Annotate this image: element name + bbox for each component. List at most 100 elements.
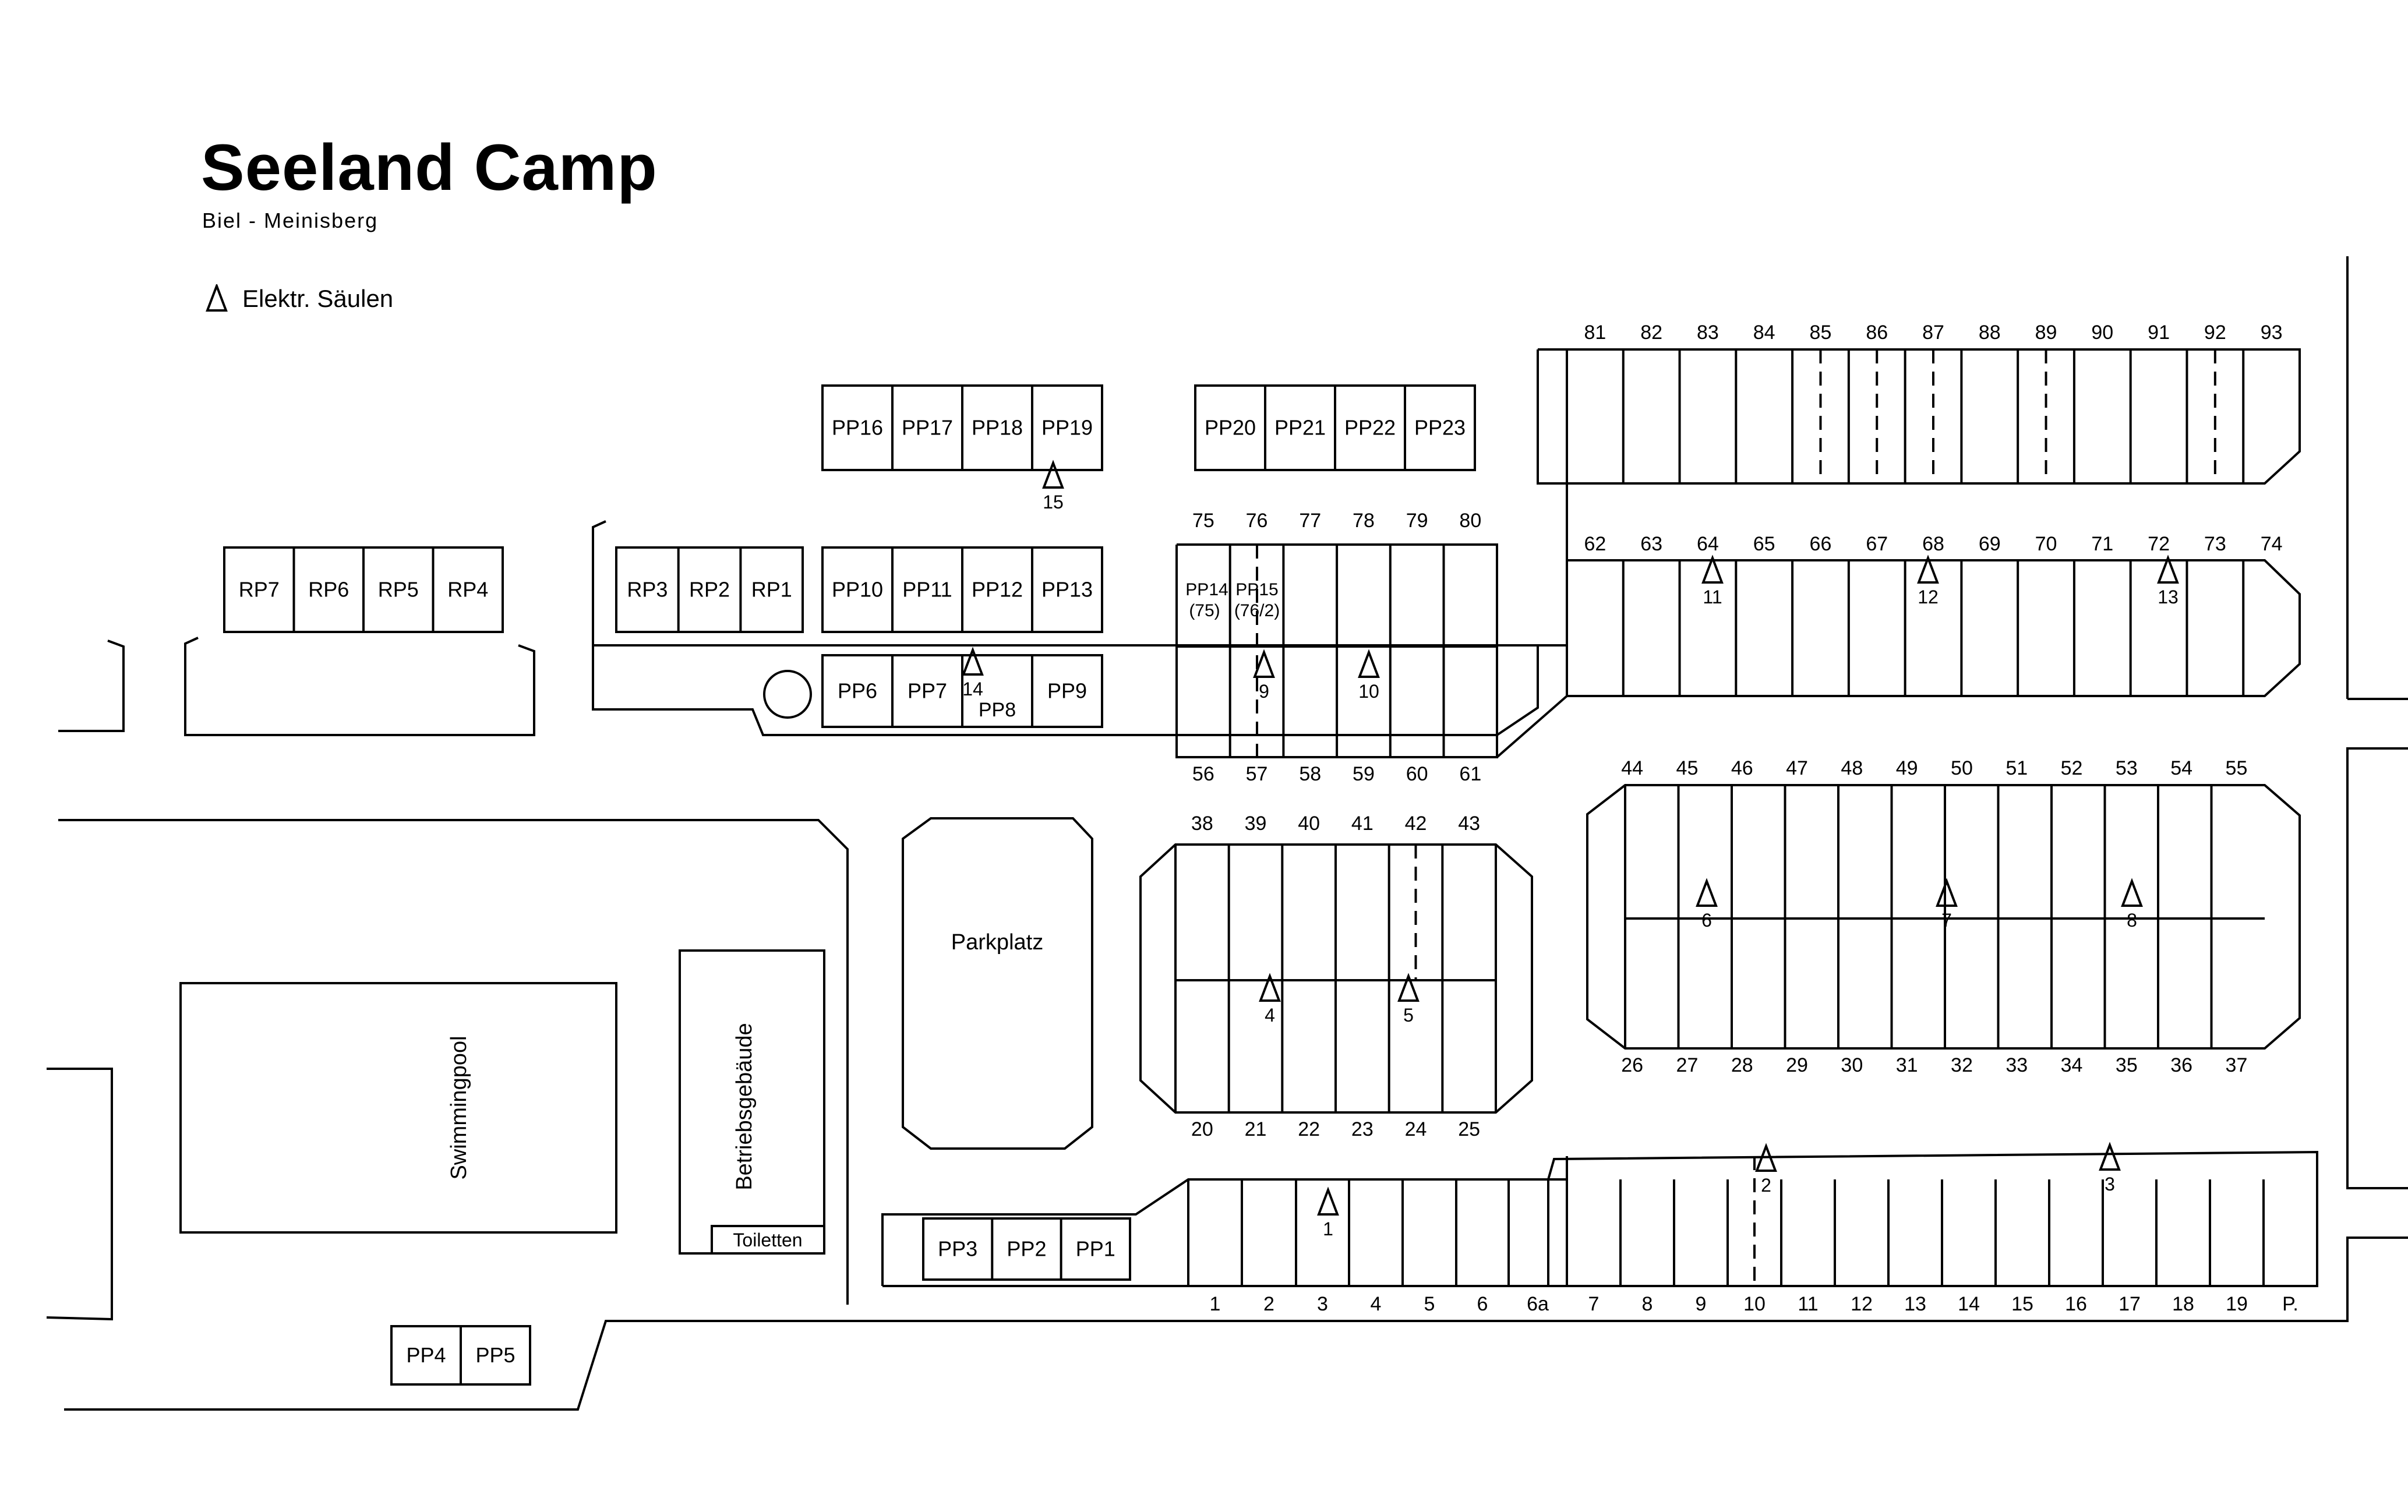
pitch-number: 68 xyxy=(1922,533,1944,555)
post-number: 11 xyxy=(1703,587,1722,607)
pitch-number: 13 xyxy=(1904,1293,1926,1315)
pitch-number: 45 xyxy=(1676,757,1699,779)
pitch-number: 83 xyxy=(1697,322,1719,344)
pp15-label: PP15 xyxy=(1235,580,1278,599)
pitch-dividers xyxy=(292,349,2265,1384)
pitch-number: 93 xyxy=(2261,322,2283,344)
pp14-label: PP14 xyxy=(1185,580,1228,599)
pitch-number: 82 xyxy=(1640,322,1662,344)
pitch-label: PP16 xyxy=(832,416,883,440)
post-number: 7 xyxy=(1941,910,1952,931)
pitch-label: PP3 xyxy=(938,1237,977,1261)
pitch-label: PP4 xyxy=(406,1343,446,1367)
pitch-number: 12 xyxy=(1851,1293,1873,1315)
electric-post-icon: 11 xyxy=(1701,554,1724,607)
pitch-number: 31 xyxy=(1896,1054,1918,1076)
pitch-number: 29 xyxy=(1786,1054,1808,1076)
pitch-label: RP7 xyxy=(239,578,280,602)
pitch-number: 1 xyxy=(1210,1293,1221,1315)
electric-post-icon: 10 xyxy=(1358,649,1380,702)
pitch-label: PP19 xyxy=(1041,416,1093,440)
pitch-number: 18 xyxy=(2172,1293,2194,1315)
pitch-number: 26 xyxy=(1621,1054,1643,1076)
pitch-number: 56 xyxy=(1192,763,1214,785)
pitch-label: PP5 xyxy=(475,1343,515,1367)
pitch-number: 49 xyxy=(1896,757,1918,779)
pitch-label: RP3 xyxy=(627,578,668,602)
pitch-number: 10 xyxy=(1743,1293,1766,1315)
pitch-number: 63 xyxy=(1640,533,1662,555)
pitch-number: 53 xyxy=(2116,757,2138,779)
pitch-number: 42 xyxy=(1405,812,1427,835)
pitch-number: 5 xyxy=(1424,1293,1435,1315)
pitch-number: 21 xyxy=(1245,1118,1267,1140)
post-number: 14 xyxy=(962,679,983,700)
electric-post-icon: 2 xyxy=(1755,1143,1777,1196)
electric-post-icon xyxy=(206,284,228,312)
pitch-number: 71 xyxy=(2091,533,2113,555)
pitch-label: RP5 xyxy=(378,578,419,602)
pitch-number: 25 xyxy=(1458,1118,1480,1140)
pitch-number: 44 xyxy=(1621,757,1643,779)
pitch-number: 24 xyxy=(1405,1118,1427,1140)
electric-post-icon: 6 xyxy=(1696,878,1718,931)
pitch-number: 84 xyxy=(1753,322,1775,344)
swimmingpool-label: Swimmingpool xyxy=(447,1036,471,1179)
pp15-sub: (76/2) xyxy=(1234,601,1280,620)
pitch-number: 6 xyxy=(1477,1293,1488,1315)
pitch-label: PP21 xyxy=(1274,416,1326,440)
post-number: 10 xyxy=(1358,681,1379,702)
pitch-number: 58 xyxy=(1299,763,1321,785)
pitch-number: 81 xyxy=(1584,322,1606,344)
electric-post-icon: 4 xyxy=(1259,973,1281,1026)
pitch-label: RP1 xyxy=(751,578,792,602)
pitch-label: PP7 xyxy=(908,679,947,703)
pitch-number: 73 xyxy=(2204,533,2226,555)
pitch-number: 86 xyxy=(1866,322,1888,344)
pitch-number: 88 xyxy=(1979,322,2001,344)
pitch-number: 67 xyxy=(1866,533,1888,555)
pitch-number: 64 xyxy=(1697,533,1719,555)
electric-post-icon: 1 xyxy=(1317,1186,1339,1239)
pitch-number: 14 xyxy=(1958,1293,1980,1315)
post-number: 4 xyxy=(1265,1005,1275,1026)
betriebsgebaeude-label: Betriebsgebäude xyxy=(732,1023,757,1190)
toiletten-label: Toiletten xyxy=(733,1230,802,1250)
electric-post-icon: 8 xyxy=(2121,878,2143,931)
post-number: 6 xyxy=(1701,910,1712,931)
pitch-number: 39 xyxy=(1245,812,1267,835)
pitch-number: 59 xyxy=(1353,763,1375,785)
pitch-label: RP6 xyxy=(308,578,349,602)
pitch-number: 66 xyxy=(1810,533,1832,555)
legend-label: Elektr. Säulen xyxy=(242,285,394,312)
pitch-number: 60 xyxy=(1406,763,1428,785)
pitch-label: RP4 xyxy=(447,578,488,602)
pitch-number: 19 xyxy=(2226,1293,2248,1315)
pitch-label: PP17 xyxy=(902,416,953,440)
pitch-number: 28 xyxy=(1731,1054,1753,1076)
pitch-number: 20 xyxy=(1191,1118,1213,1140)
pitch-label: PP1 xyxy=(1076,1237,1115,1261)
pitch-number: 50 xyxy=(1951,757,1973,779)
page-title: Seeland Camp xyxy=(201,131,658,204)
pp8-label: PP8 xyxy=(979,699,1016,721)
electric-post-icon: 13 xyxy=(2157,554,2179,607)
pitch-number: 87 xyxy=(1922,322,1944,344)
electric-post-icon: 7 xyxy=(1936,878,1958,931)
pitch-label: PP6 xyxy=(838,679,877,703)
pitch-number: 38 xyxy=(1191,812,1213,835)
pitch-number: 70 xyxy=(2035,533,2057,555)
pitch-number: 37 xyxy=(2226,1054,2248,1076)
pitch-number: 72 xyxy=(2148,533,2170,555)
electric-post-icon: 14 xyxy=(962,647,984,700)
post-number: 5 xyxy=(1403,1005,1414,1026)
map-outlines xyxy=(46,256,2408,1411)
pitch-number: 11 xyxy=(1798,1293,1818,1315)
pitch-number: 74 xyxy=(2261,533,2283,555)
post-number: 2 xyxy=(1761,1175,1771,1196)
pitch-number: 6a xyxy=(1527,1293,1549,1315)
pitch-number: 27 xyxy=(1676,1054,1699,1076)
post-number: 13 xyxy=(2158,587,2179,607)
